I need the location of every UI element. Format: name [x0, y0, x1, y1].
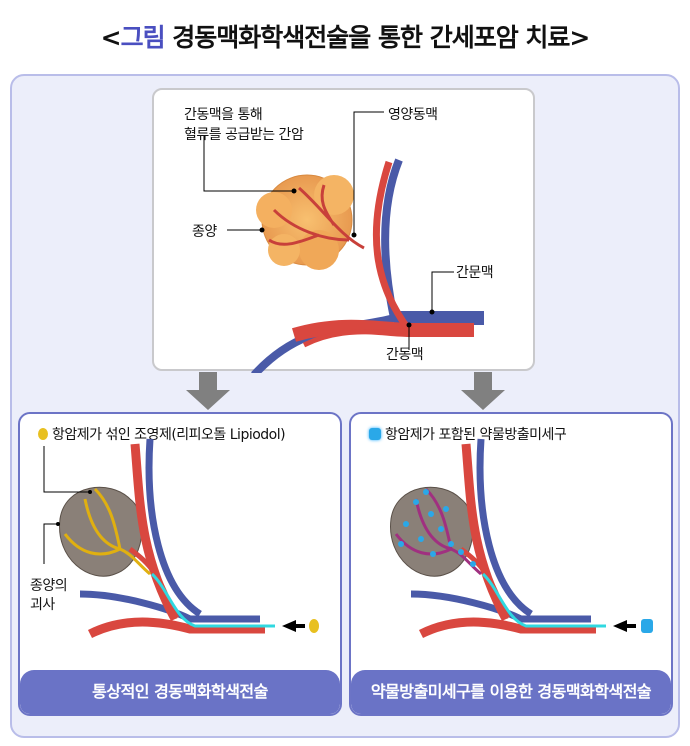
- label-feeding-artery: 영양동맥: [388, 107, 438, 123]
- down-arrow-icon: [186, 372, 230, 410]
- bead-icon: [641, 619, 653, 633]
- tumor: [390, 486, 474, 577]
- deb-tace-illustration: [390, 438, 653, 639]
- label-portal-vein: 간문맥: [456, 265, 494, 281]
- deb-tace-panel: 항암제가 포함된 약물방출미세구 약물방출미세구를 이용한 경동맥화학색전술: [349, 412, 673, 716]
- label-tumor: 종양: [192, 224, 217, 240]
- tumor: [256, 174, 354, 270]
- lipiodol-tace-illustration: [43, 438, 319, 639]
- drug-eluting-bead-legend: 항암제가 포함된 약물방출미세구: [369, 424, 567, 444]
- figure-title: <그림 경동맥화학색전술을 통한 간세포암 치료>: [100, 23, 591, 52]
- lipiodol-legend: 항암제가 섞인 조영제(리피오돌 Lipiodol): [38, 424, 286, 444]
- drug-eluting-beads: [398, 489, 476, 567]
- lipiodol-drop-icon: [38, 428, 48, 440]
- vessel-illustration: [203, 111, 484, 373]
- necrotic-tumor: [59, 486, 143, 577]
- arrow-left-icon: [282, 620, 305, 632]
- caption-deb-tace: 약물방출미세구를 이용한 경동맥화학색전술: [351, 670, 671, 714]
- caption-conventional-tace: 통상적인 경동맥화학색전술: [20, 670, 340, 714]
- down-arrow-icon: [461, 372, 505, 410]
- arrow-left-icon: [613, 620, 636, 632]
- catheter: [150, 572, 275, 628]
- label-hepatic-artery: 간동맥: [386, 347, 424, 363]
- lipiodol-drop-icon: [309, 619, 319, 633]
- catheter: [481, 572, 606, 628]
- bead-icon: [369, 428, 381, 440]
